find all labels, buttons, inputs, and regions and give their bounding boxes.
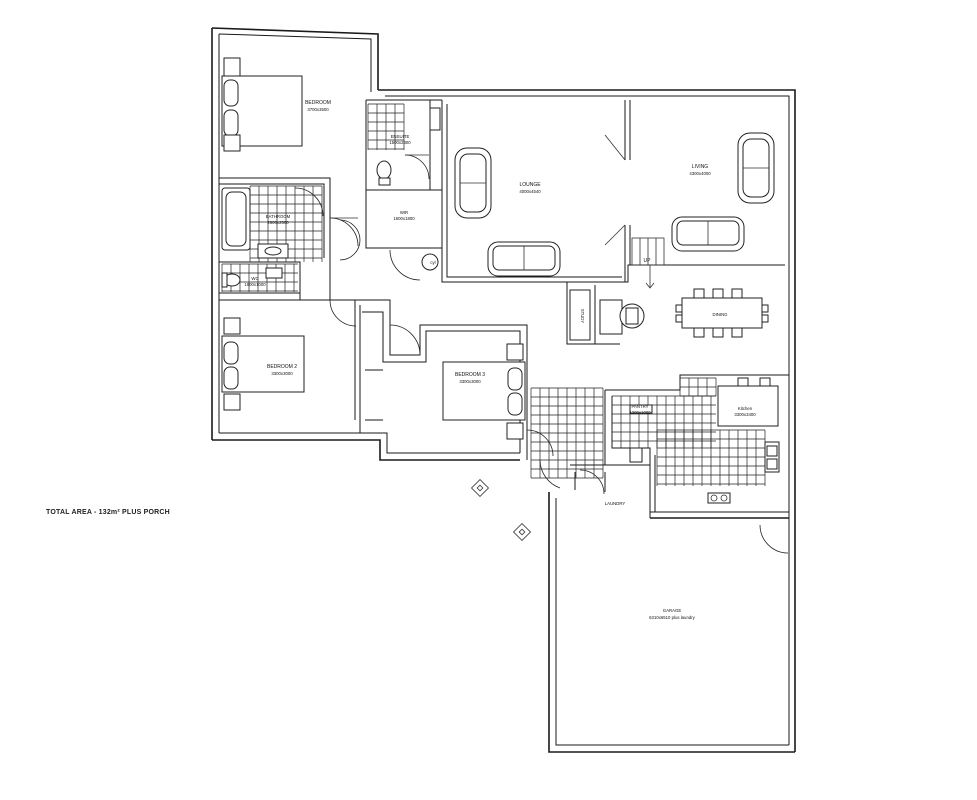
label-up: UP xyxy=(644,258,652,264)
size-bedroom3: 3300x3000 xyxy=(459,379,481,384)
study-desk xyxy=(569,289,645,341)
label-bedroom2: BEDROOM 2 xyxy=(267,364,297,370)
size-garage: 6310x6510 plus laundry xyxy=(649,615,695,620)
size-wc: 1900x1000 xyxy=(244,282,266,287)
label-wc: WC xyxy=(251,276,258,281)
furniture xyxy=(221,57,780,542)
label-bedroom3: BEDROOM 3 xyxy=(455,372,485,378)
tiled-floors xyxy=(221,103,766,486)
size-living: 4300x4000 xyxy=(689,171,711,176)
dining-table xyxy=(675,288,769,338)
label-wir: WIR xyxy=(400,210,408,215)
bed-bedroom2 xyxy=(221,317,305,411)
label-ensuite: ENSUITE xyxy=(391,134,410,139)
cylinder-symbol xyxy=(421,253,439,271)
total-area-note: TOTAL AREA - 132m² PLUS PORCH xyxy=(46,509,170,516)
label-dining: DINING xyxy=(712,312,728,317)
label-lounge: LOUNGE xyxy=(519,182,541,188)
ensuite-fixtures xyxy=(376,107,441,186)
garden-markers xyxy=(470,478,532,542)
label-kitchen: Kitchen xyxy=(738,406,753,411)
label-bathroom: BATHROOM xyxy=(266,214,291,219)
label-bedroom1: BEDROOM xyxy=(305,100,331,106)
label-garage: GARAGE xyxy=(663,608,682,613)
size-lounge: 4000x4540 xyxy=(519,189,541,194)
label-laundry: LAUNDRY xyxy=(605,501,626,506)
size-bathroom: 2600x2500 xyxy=(267,220,289,225)
kitchen-fixtures xyxy=(629,377,780,504)
size-wir: 1600x1800 xyxy=(393,216,415,221)
bed-bedroom3 xyxy=(442,343,526,440)
interior-walls xyxy=(219,99,789,518)
bed-bedroom1 xyxy=(221,57,303,152)
label-study: STUDY xyxy=(580,309,585,324)
lounge-sofas xyxy=(454,147,561,277)
bathroom-fixtures xyxy=(221,187,324,288)
living-sofas xyxy=(671,132,775,252)
room-labels: BEDROOM 3700x3500 ENSUITE 1500x2300 BATH… xyxy=(244,100,756,620)
label-cylinder: cyl xyxy=(430,260,435,265)
label-pantry: PANTRY xyxy=(631,404,648,409)
label-living: LIVING xyxy=(692,164,709,170)
size-pantry: 1200x1000 xyxy=(629,410,651,415)
size-bedroom1: 3700x3500 xyxy=(307,107,329,112)
size-kitchen: 3300x3400 xyxy=(734,412,756,417)
exterior-walls xyxy=(211,27,796,753)
stairs xyxy=(631,237,665,289)
doors xyxy=(329,134,789,554)
size-ensuite: 1500x2300 xyxy=(389,140,411,145)
size-bedroom2: 3300x3000 xyxy=(271,371,293,376)
